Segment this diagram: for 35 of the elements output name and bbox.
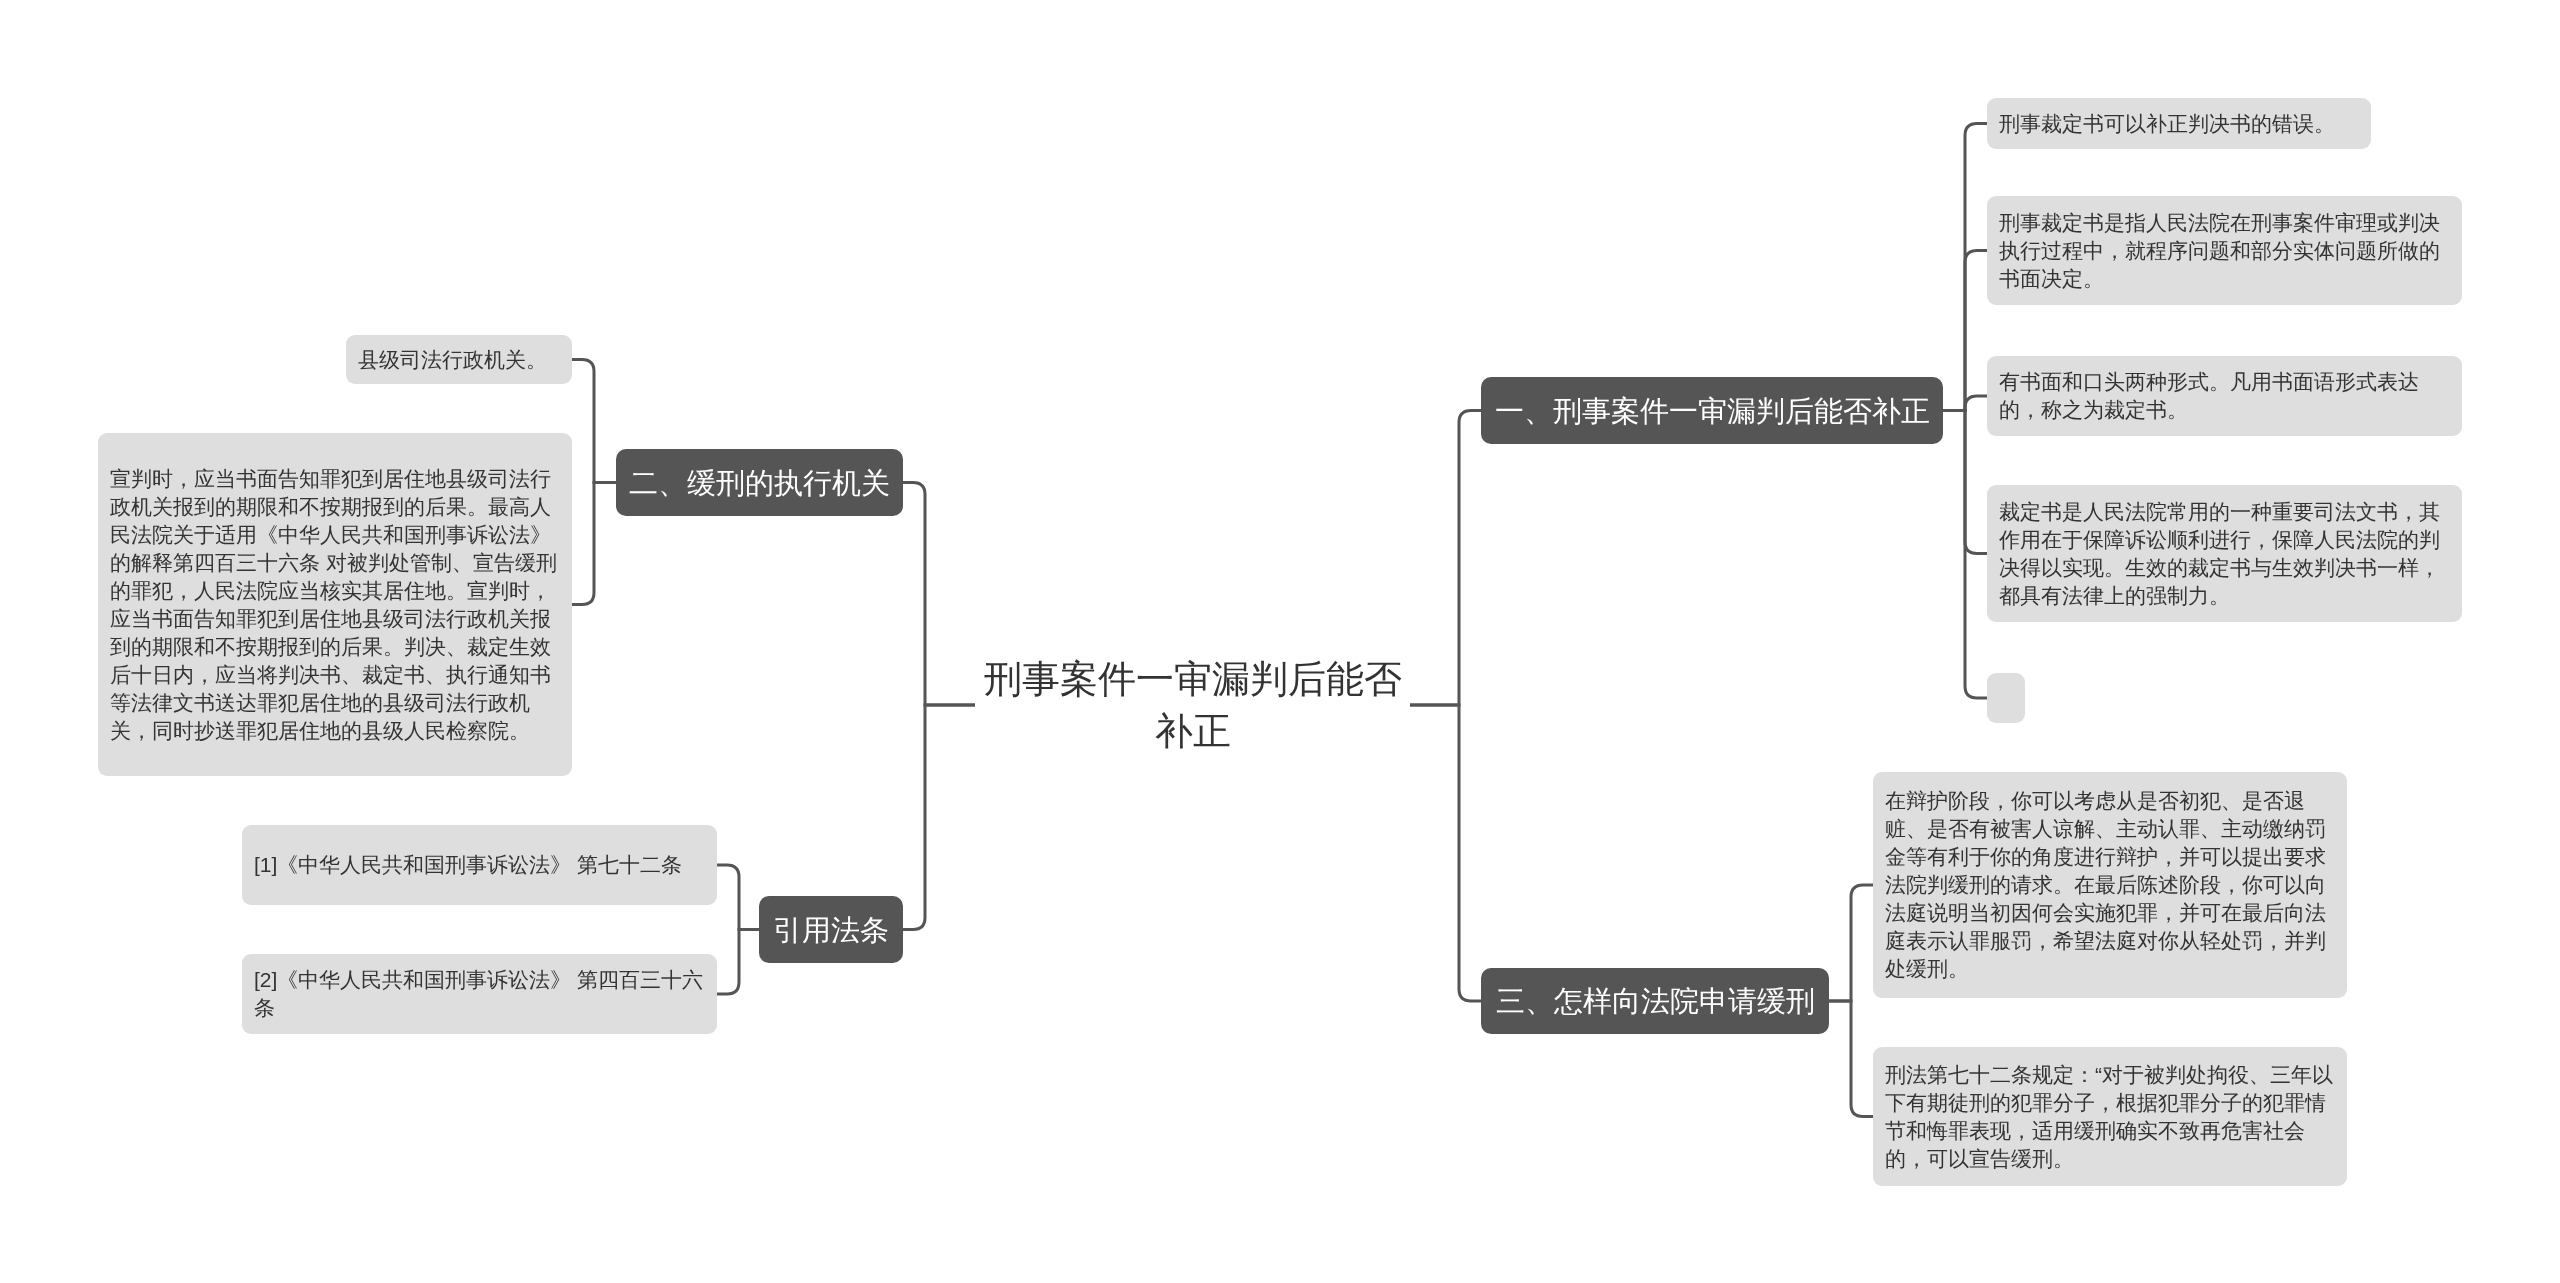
note-text: 刑事裁定书是指人民法院在刑事案件审理或判决执行过程中，就程序问题和部分实体问题所做的书面决定。 xyxy=(1999,209,2441,292)
note-text: 有书面和口头两种形式。凡用书面语形式表达的，称之为裁定书。 xyxy=(1999,369,2420,423)
topic-label: 一、刑事案件一审漏判后能否补正 xyxy=(1494,393,1930,429)
topic-label: 引用法条 xyxy=(773,912,889,948)
note-box xyxy=(1873,772,2347,998)
note-text: 县级司法行政机关。 xyxy=(358,346,547,373)
topic-label: 二、缓刑的执行机关 xyxy=(629,465,890,501)
connector-line xyxy=(572,481,616,606)
note-text: 宣判时，应当书面告知罪犯到居住地县级司法行政机关报到的期限和不按期报到的后果。最高人民法院关于适用《中华人民共和国刑事诉讼法》的解释第四百三十六条 对被判处管制、宣告缓刑的罪犯，人民法院应当核实其居住地。宣判时，应当书面告知罪犯到居住地县级司法行政机关报到的期限和不按期报到的后果。判决、裁定生效后十日内，应当将判决书、裁定书、执行通知书等法律文书送达罪犯居住地的县级司法行政机关，同时抄送罪犯居住地的县级人民检察院。 xyxy=(110,465,558,744)
topic-box xyxy=(1481,968,1829,1034)
connector-line xyxy=(1829,999,1873,1118)
note-text: 刑事裁定书可以补正判决书的错误。 xyxy=(1999,110,2335,137)
central-topic: 刑事案件一审漏判后能否补正 xyxy=(982,657,1403,754)
note-box xyxy=(242,825,717,905)
note-box xyxy=(98,433,572,776)
note-text: 刑法第七十二条规定：“对于被判处拘役、三年以下有期徒刑的犯罪分子，根据犯罪分子的犯罪情节和悔罪表现，适用缓刑确实不致再危害社会的，可以宣告缓刑。 xyxy=(1885,1061,2334,1172)
note-box xyxy=(242,954,717,1034)
note-box xyxy=(1873,1047,2347,1186)
note-box xyxy=(1987,98,2371,149)
note-box xyxy=(1987,356,2462,436)
note-box xyxy=(1987,196,2462,305)
connector-line xyxy=(1410,703,1481,1003)
note-text: 在辩护阶段，你可以考虑从是否初犯、是否退赃、是否有被害人谅解、主动认罪、主动缴纳罚金等有利于你的角度进行辩护，并可以提出要求法院判缓刑的请求。在最后陈述阶段，你可以向法庭说明当初因何会实施犯罪，并可在最后向法庭表示认罪服罚，希望法庭对你从轻处罚，并判处缓刑。 xyxy=(1885,788,2327,982)
note-text: 裁定书是人民法院常用的一种重要司法文书，其作用在于保障诉讼顺利进行，保障人民法院的判决得以实现。生效的裁定书与生效判决书一样，都具有法律上的强制力。 xyxy=(1999,498,2441,609)
topic-box xyxy=(759,896,903,963)
note-text: [1]《中华人民共和国刑事诉讼法》 第七十二条 xyxy=(254,852,683,878)
note-text: [2]《中华人民共和国刑事诉讼法》 第四百三十六条 xyxy=(254,967,705,1021)
note-box xyxy=(346,335,572,384)
connector-line xyxy=(1943,409,1987,700)
empty-note-box xyxy=(1987,673,2025,723)
note-box xyxy=(1987,485,2462,622)
topic-box xyxy=(1481,377,1943,444)
topic-box xyxy=(616,449,903,516)
topic-label: 三、怎样向法院申请缓刑 xyxy=(1495,984,1815,1019)
connector-line xyxy=(903,703,975,931)
